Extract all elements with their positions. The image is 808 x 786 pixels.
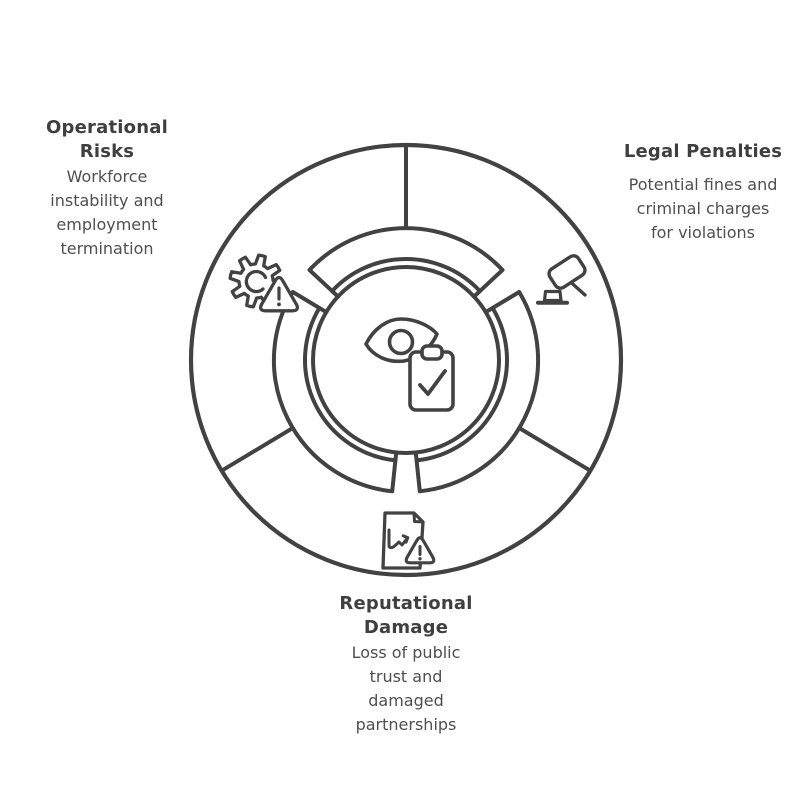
chart-arrowhead [401,534,410,544]
gavel-head [547,254,587,290]
section-description: Potential fines and criminal charges for… [628,175,778,242]
section-description: Workforce instability and employment ter… [50,167,164,258]
section-label-legal-penalties[interactable]: Legal Penalties Potential fines and crim… [613,140,793,245]
segment-divider-lower-right [517,426,593,473]
gavel-block [542,289,563,303]
arc-cut-stubs [317,289,495,463]
section-label-reputational-damage[interactable]: Reputational Damage Loss of public trust… [316,592,496,737]
gear-hub-arc [244,269,268,294]
chart-line [387,528,409,550]
eye-clipboard-icon[interactable] [364,317,455,412]
gear-warning-icon[interactable] [228,253,300,313]
section-title: Reputational Damage [339,593,473,638]
ring-segment-left [271,290,398,494]
ring-segment-right [414,290,541,494]
document-folded-corner [412,511,425,524]
section-label-operational-risks[interactable]: Operational Risks Workforce instability … [17,116,197,261]
ring-structure [188,142,624,578]
eye-iris [387,328,415,356]
section-description: Loss of public trust and damaged partner… [351,643,461,734]
document-chart-warning-icon[interactable] [381,511,436,570]
section-title: Operational Risks [46,117,168,162]
gavel-icon[interactable] [536,254,587,305]
eye-outline [364,317,439,364]
inner-circle [311,265,501,455]
checkmark [418,369,447,396]
clipboard-clip [420,344,444,361]
segment-divider-lower-left [219,426,295,473]
warning-triangle-icon [404,536,436,565]
ring-segment-top [307,226,505,294]
warning-triangle-icon [258,275,300,313]
section-title: Legal Penalties [623,141,783,162]
